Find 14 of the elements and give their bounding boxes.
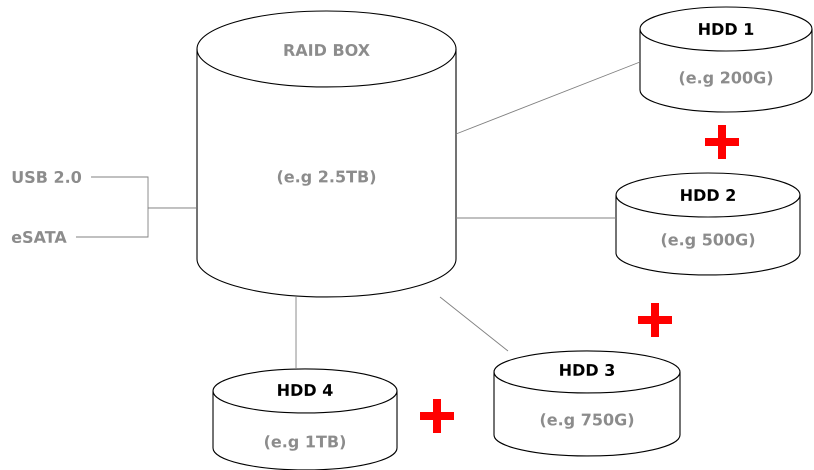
storage-cylinder: HDD 1 (e.g 200G) [639,6,813,113]
node-label: (e.g 500G) [662,233,754,249]
node-label: (e.g 200G) [680,71,772,87]
storage-cylinder: RAID BOX (e.g 2.5TB) [196,10,457,298]
storage-cylinder: HDD 2 (e.g 500G) [615,172,801,276]
storage-cylinder: HDD 3 (e.g 750G) [493,350,681,457]
connector-line [76,208,198,238]
node-label: (e.g 1TB) [264,435,346,451]
connector-line [440,296,508,352]
node-label: (e.g 750G) [540,413,634,429]
port-label: USB 2.0 [12,170,82,184]
port-label: eSATA [12,230,67,244]
connector-line [456,62,640,134]
storage-cylinder: HDD 4 (e.g 1TB) [212,368,398,470]
